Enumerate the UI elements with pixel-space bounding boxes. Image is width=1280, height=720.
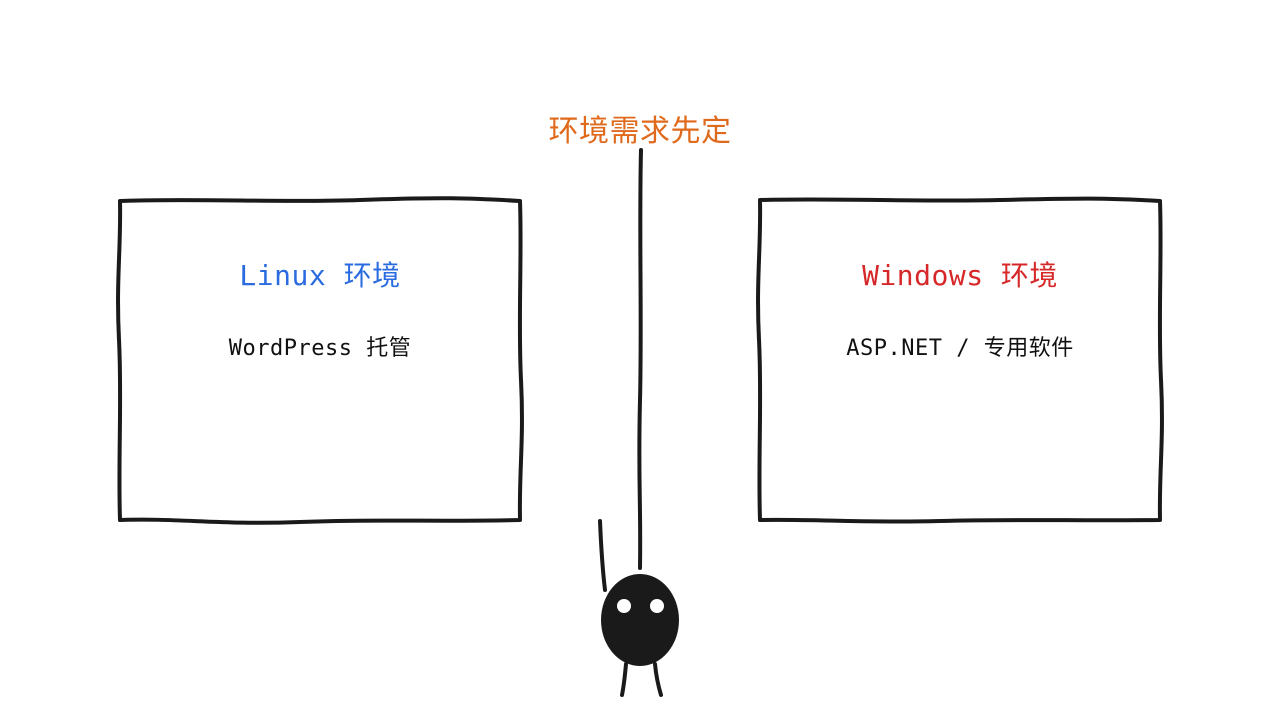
- figure-body: [601, 574, 679, 666]
- right-panel-box: [756, 196, 1164, 524]
- left-panel-title: Linux 环境: [239, 259, 401, 292]
- center-divider-line: [637, 148, 643, 570]
- right-panel-title: Windows 环境: [862, 259, 1058, 292]
- left-panel-box: [116, 196, 524, 525]
- left-panel-description: WordPress 托管: [228, 336, 412, 361]
- right-panel-description: ASP.NET / 专用软件: [846, 336, 1074, 361]
- figure-left-eye: [617, 599, 631, 613]
- diagram-heading: 环境需求先定: [548, 114, 732, 149]
- figure-antenna: [598, 519, 607, 592]
- figure-right-eye: [650, 599, 664, 613]
- figure-right-leg: [653, 662, 663, 697]
- figure-left-leg: [620, 662, 628, 697]
